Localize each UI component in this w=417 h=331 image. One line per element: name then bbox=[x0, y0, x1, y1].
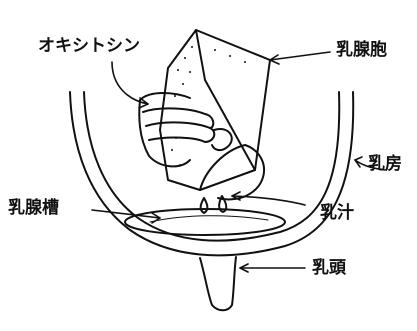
arrow-alveolus bbox=[270, 52, 330, 60]
label-alveolus: 乳腺胞 bbox=[336, 42, 387, 59]
label-nipple: 乳頭 bbox=[312, 260, 346, 277]
nipple-shape bbox=[200, 257, 236, 310]
label-milk: 乳汁 bbox=[320, 205, 354, 222]
arrow-sinus bbox=[92, 210, 160, 218]
label-oxytocin: オキシトシン bbox=[38, 38, 140, 55]
label-milk-sinus: 乳腺槽 bbox=[8, 200, 59, 217]
milk-surface-line bbox=[150, 216, 268, 222]
label-breast: 乳房 bbox=[368, 156, 402, 173]
alveolus-sac bbox=[200, 145, 264, 200]
milk-drop-1 bbox=[201, 198, 208, 213]
